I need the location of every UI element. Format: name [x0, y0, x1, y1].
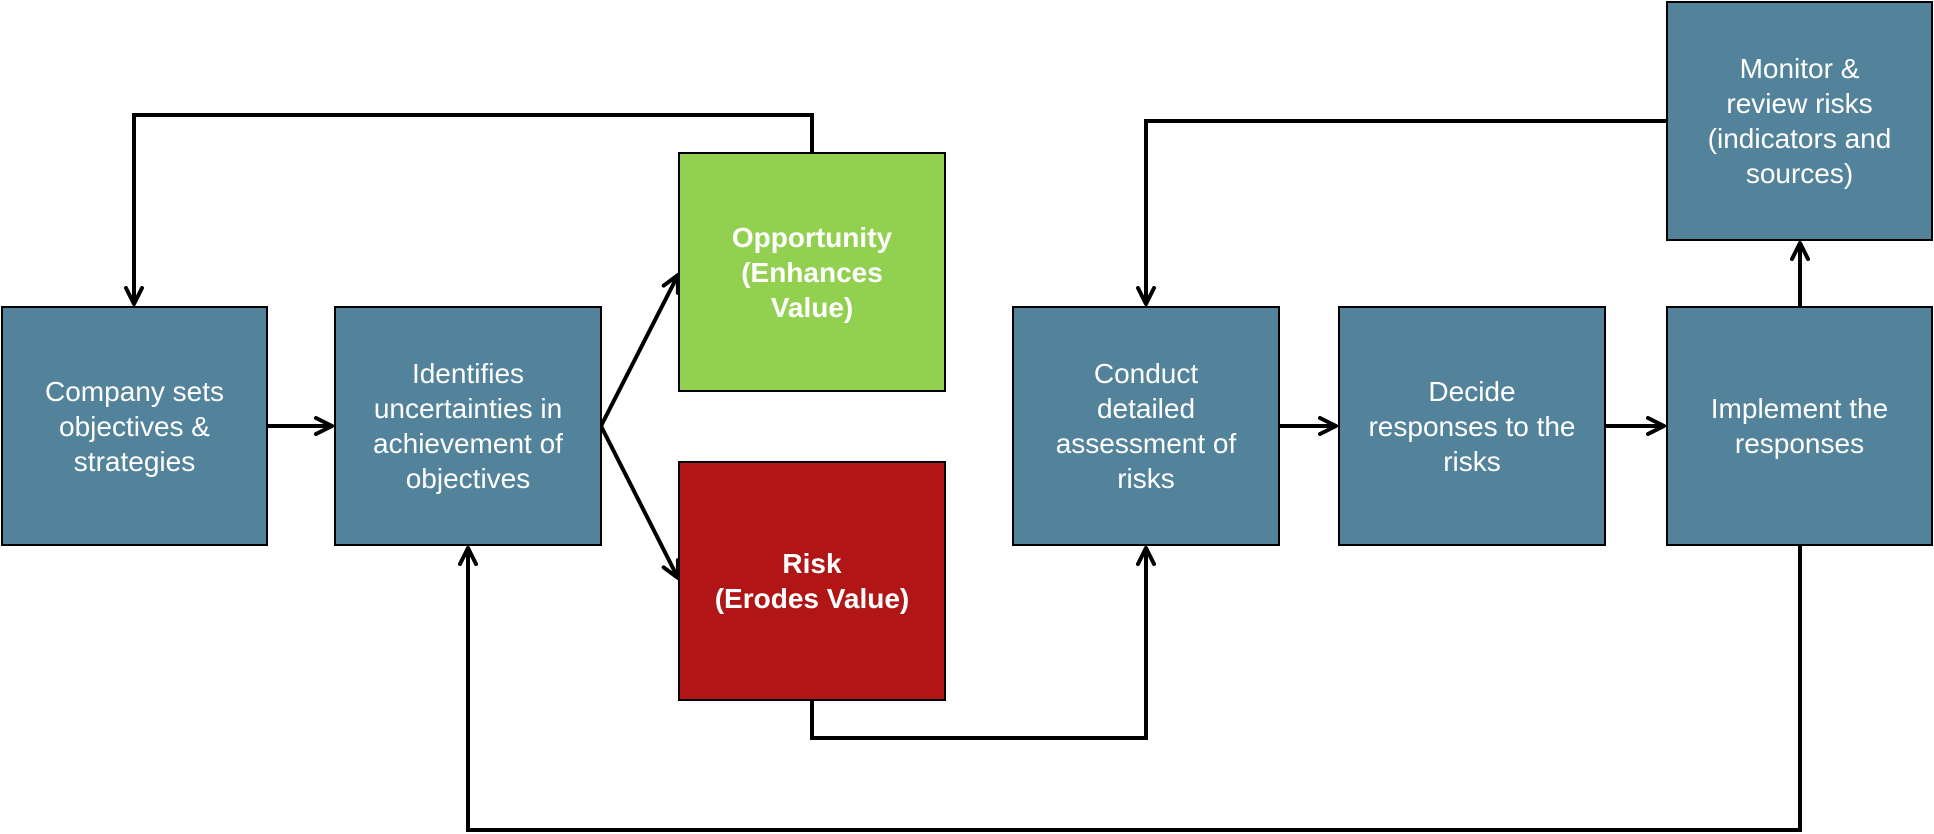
implement-box: Implement the responses: [1666, 306, 1933, 546]
connector-uncertainties-to-opportunity: [599, 273, 680, 427]
risk-box: Risk (Erodes Value): [678, 461, 946, 701]
objectives-box: Company sets objectives & strategies: [1, 306, 268, 546]
connector-monitor-to-assessment: [1136, 119, 1666, 306]
monitor-box: Monitor & review risks (indicators and s…: [1666, 1, 1933, 241]
assessment-label: Conduct detailed assessment of risks: [1055, 358, 1237, 494]
objectives-label: Company sets objectives & strategies: [45, 375, 224, 477]
uncertainties-box: Identifies uncertainties in achievement …: [334, 306, 602, 546]
opportunity-box: Opportunity (Enhances Value): [678, 152, 946, 392]
opportunity-label: Opportunity (Enhances Value): [731, 221, 893, 323]
risk-label: Risk (Erodes Value): [714, 548, 910, 614]
uncertainties-label: Identifies uncertainties in achievement …: [373, 358, 563, 494]
decide-box: Decide responses to the risks: [1338, 306, 1606, 546]
monitor-label: Monitor & review risks (indicators and s…: [1707, 53, 1892, 189]
connector-opportunity-to-objectives: [124, 113, 814, 306]
assessment-box: Conduct detailed assessment of risks: [1012, 306, 1280, 546]
connector-risk-to-assessment: [810, 546, 1156, 740]
connector-implement-to-uncertainties: [458, 545, 1802, 832]
implement-label: Implement the responses: [1710, 393, 1889, 459]
connector-uncertainties-to-risk: [599, 425, 680, 580]
decide-label: Decide responses to the risks: [1368, 375, 1576, 477]
